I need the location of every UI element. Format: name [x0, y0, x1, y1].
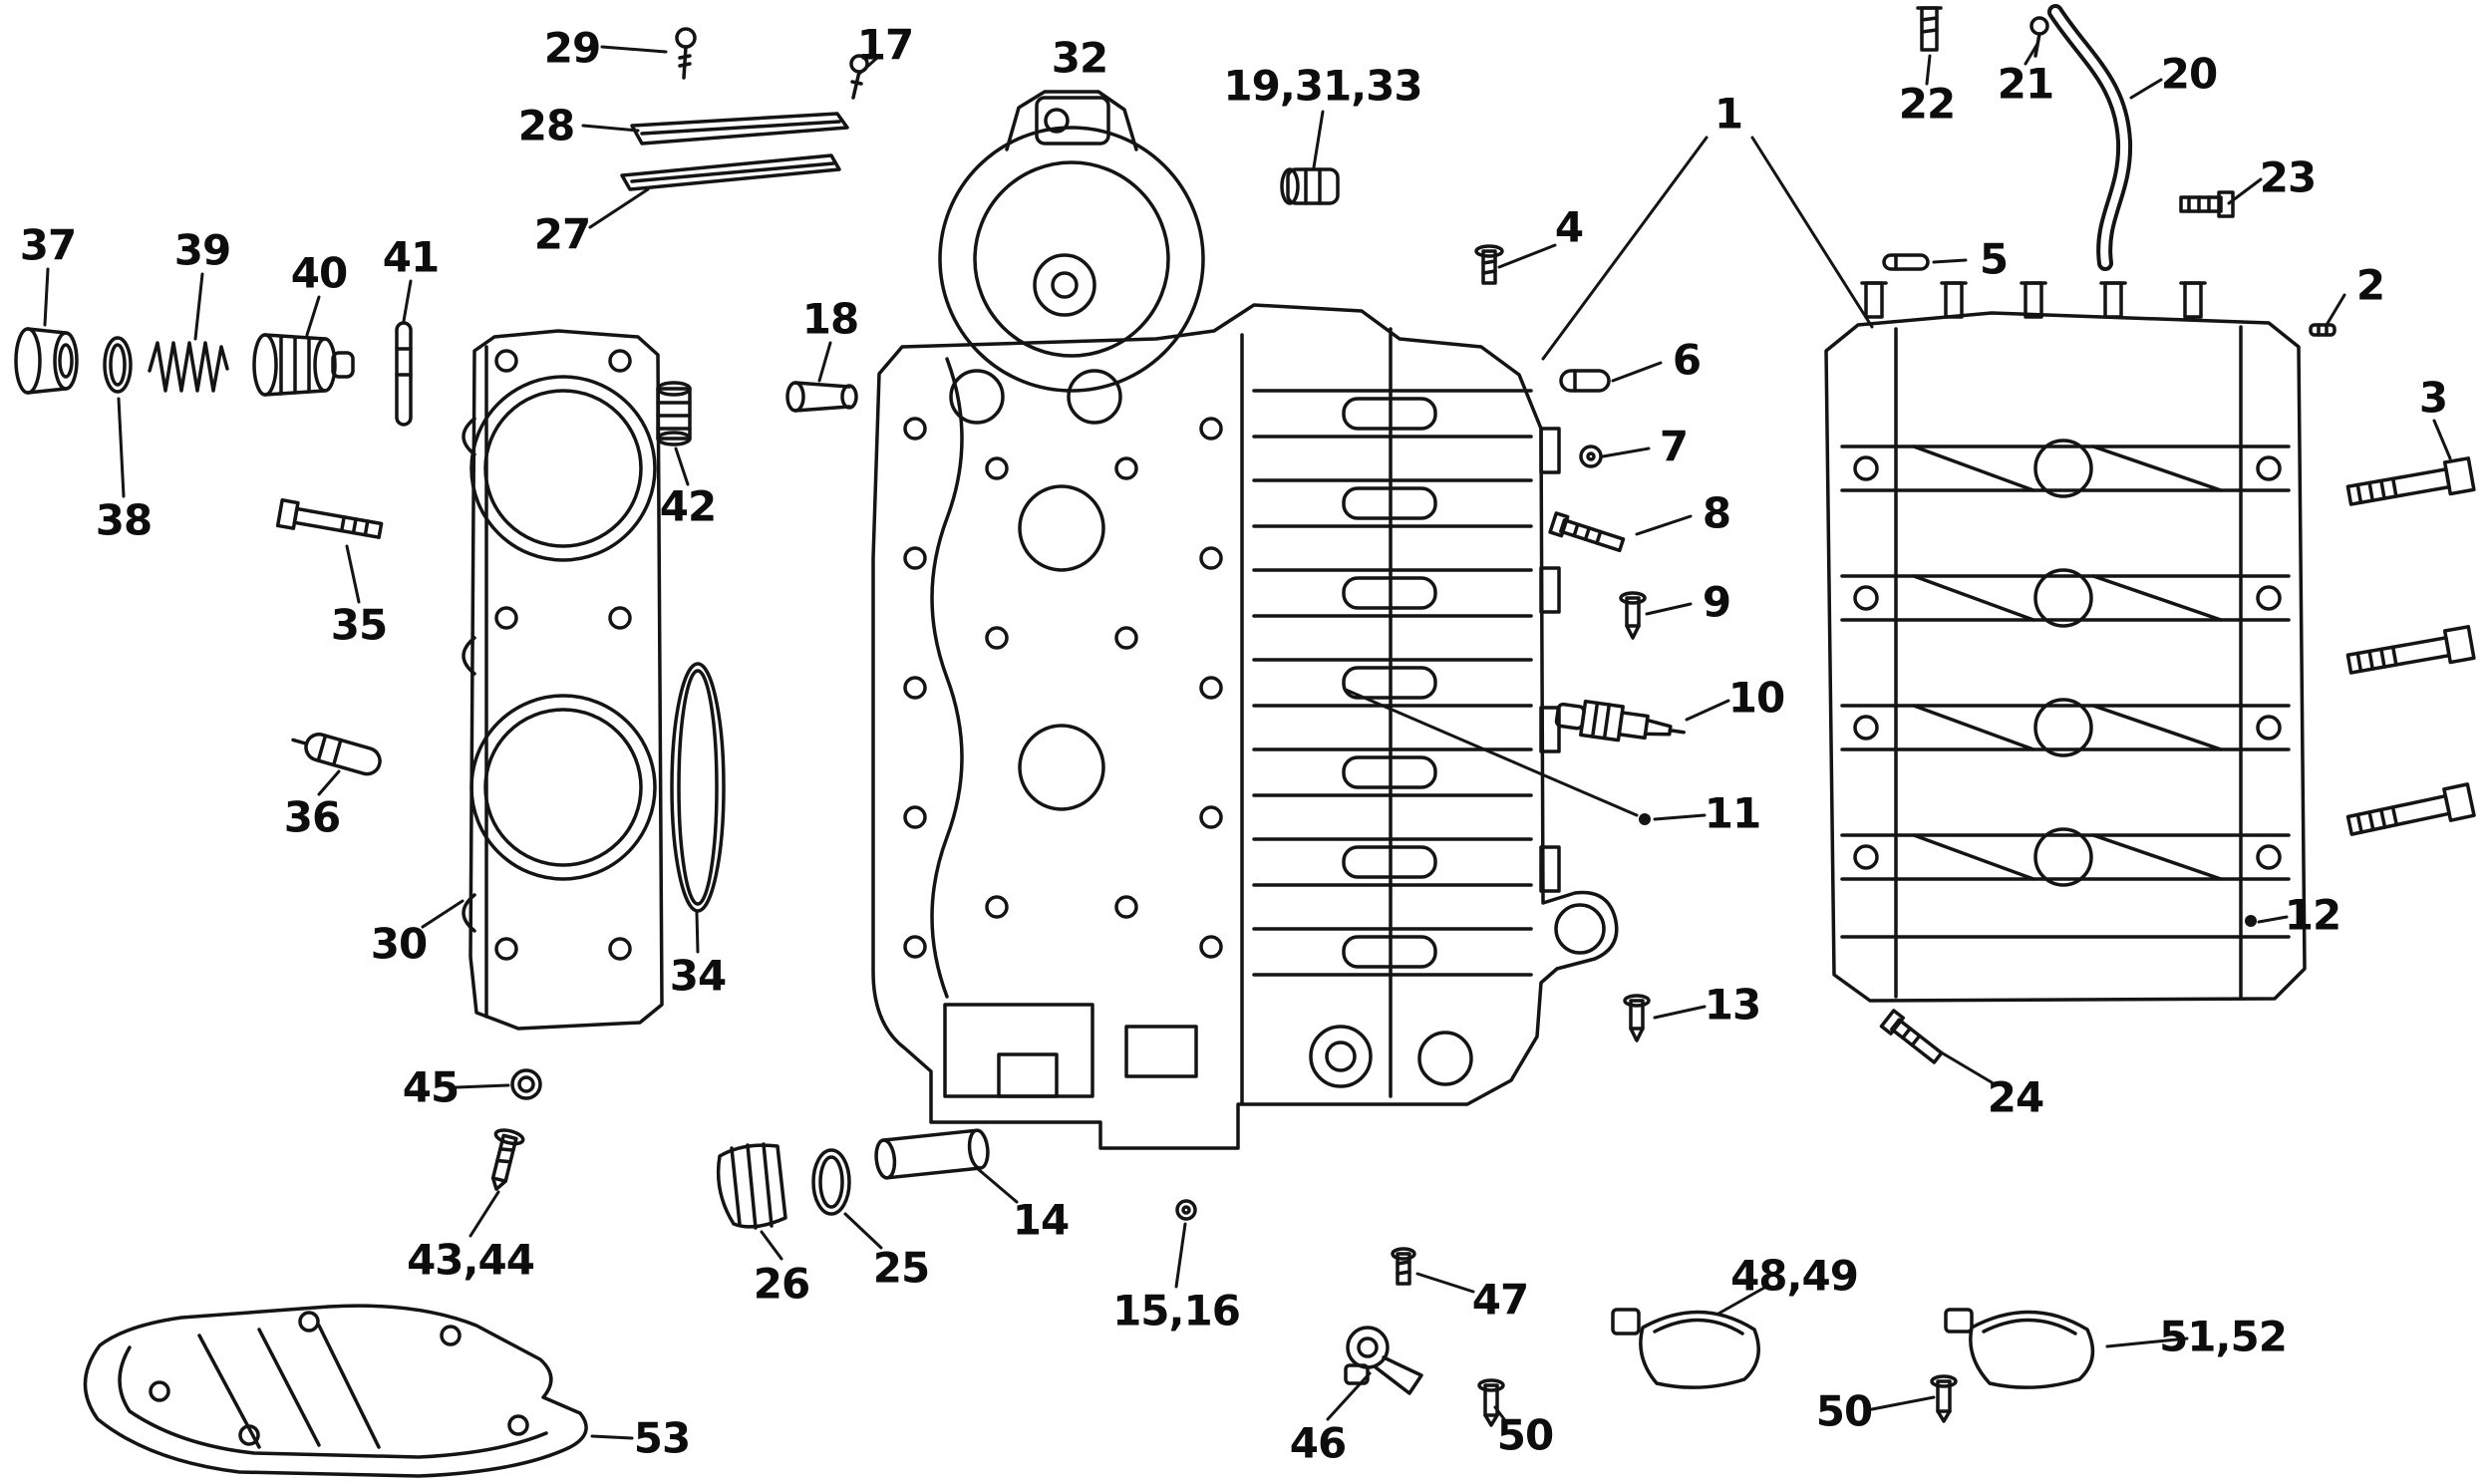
callout-35: 35	[330, 600, 388, 650]
callout-6: 6	[1672, 335, 1702, 385]
dot-12	[2245, 915, 2257, 927]
callout-32: 32	[1051, 33, 1108, 83]
pin-14	[874, 1128, 990, 1180]
callout-42: 42	[659, 481, 717, 531]
callout-45: 45	[402, 1062, 460, 1112]
callout-50-right: 50	[1815, 1386, 1873, 1436]
callout-39: 39	[173, 225, 231, 275]
callout-46: 46	[1289, 1418, 1347, 1468]
seal-25	[811, 1148, 851, 1216]
callout-15-16: 15,16	[1112, 1286, 1241, 1336]
callout-50-left: 50	[1496, 1410, 1554, 1460]
callout-18: 18	[801, 294, 859, 344]
mounting-bolts-right	[2345, 456, 2476, 836]
head-bolt-35	[275, 498, 384, 539]
anode-36	[291, 733, 382, 776]
bolt-8	[1548, 511, 1626, 553]
cylinder-head-left	[462, 329, 664, 1031]
callout-47: 47	[1471, 1275, 1529, 1325]
reed-plates	[620, 112, 849, 191]
callout-20: 20	[2160, 49, 2218, 99]
callout-29: 29	[543, 23, 601, 73]
callout-37: 37	[19, 220, 77, 270]
cap-6	[1559, 369, 1611, 393]
plug-5	[1882, 253, 1930, 271]
callout-1: 1	[1713, 89, 1743, 139]
callout-8: 8	[1702, 488, 1731, 538]
bolt-24	[1879, 1009, 1944, 1064]
callout-22: 22	[1898, 79, 1956, 129]
screw-21	[2029, 16, 2049, 58]
screw-2	[2309, 323, 2336, 337]
screw-4	[1474, 244, 1504, 285]
bolt-13	[1623, 994, 1651, 1042]
callout-24: 24	[1987, 1072, 2044, 1122]
callout-34: 34	[669, 951, 727, 1001]
bearing-19-31-33	[1280, 167, 1340, 205]
bolt-50-left	[1477, 1378, 1505, 1427]
exhaust-plate-53	[83, 1304, 588, 1478]
callout-41: 41	[382, 232, 440, 282]
callout-14: 14	[1012, 1195, 1070, 1245]
bolt-9	[1619, 591, 1647, 640]
callout-51-52: 51,52	[2159, 1312, 2288, 1361]
spark-plug-10	[1554, 699, 1686, 742]
callout-12: 12	[2284, 890, 2341, 940]
callout-27: 27	[533, 209, 591, 259]
head-gasket-oring	[670, 662, 726, 913]
screw-17	[849, 54, 869, 100]
thermostat-parts	[14, 321, 413, 427]
callout-38: 38	[95, 495, 153, 545]
dot-11	[1639, 813, 1651, 825]
ball-15-16	[1175, 1199, 1197, 1221]
callout-53: 53	[633, 1413, 691, 1463]
hose-20	[2047, 4, 2133, 271]
callout-28: 28	[517, 101, 575, 150]
callout-36: 36	[283, 792, 341, 842]
callout-40: 40	[290, 248, 348, 298]
crankcase-right-half	[1824, 281, 2307, 1003]
callout-10: 10	[1727, 673, 1785, 723]
callout-2: 2	[2355, 260, 2385, 310]
callout-30: 30	[370, 919, 428, 969]
callout-23: 23	[2259, 152, 2317, 202]
callout-19-31-33: 19,31,33	[1223, 61, 1422, 111]
fitting-46	[1344, 1326, 1423, 1395]
screw-7	[1579, 445, 1603, 468]
callout-9: 9	[1702, 577, 1731, 627]
callout-7: 7	[1659, 422, 1689, 471]
callout-48-49: 48,49	[1730, 1251, 1859, 1301]
dowel-42	[656, 381, 692, 446]
bolt-50-right	[1930, 1374, 1958, 1423]
clamp-51-52	[1944, 1308, 2095, 1389]
bolt-23	[2179, 190, 2235, 218]
callout-21: 21	[1997, 59, 2054, 109]
nut-45	[510, 1068, 542, 1100]
callout-26: 26	[753, 1259, 810, 1309]
callout-11: 11	[1704, 788, 1761, 838]
callout-13: 13	[1704, 980, 1761, 1030]
bolt-47	[1391, 1247, 1416, 1286]
callout-25: 25	[872, 1243, 930, 1293]
clamp-48-49	[1611, 1308, 1760, 1389]
leader-lines	[43, 42, 2452, 1440]
callout-3: 3	[2418, 373, 2448, 423]
bolt-43-44	[490, 1128, 525, 1191]
screw-22	[1916, 6, 1943, 52]
dowel-18	[785, 381, 858, 413]
screw-29	[675, 27, 697, 80]
callout-43-44: 43,44	[407, 1235, 535, 1285]
callout-4: 4	[1554, 202, 1584, 252]
callout-5: 5	[1979, 234, 2009, 284]
cup-26	[716, 1142, 787, 1230]
cylinder-block-center	[871, 90, 1619, 1150]
callout-17: 17	[856, 20, 914, 70]
